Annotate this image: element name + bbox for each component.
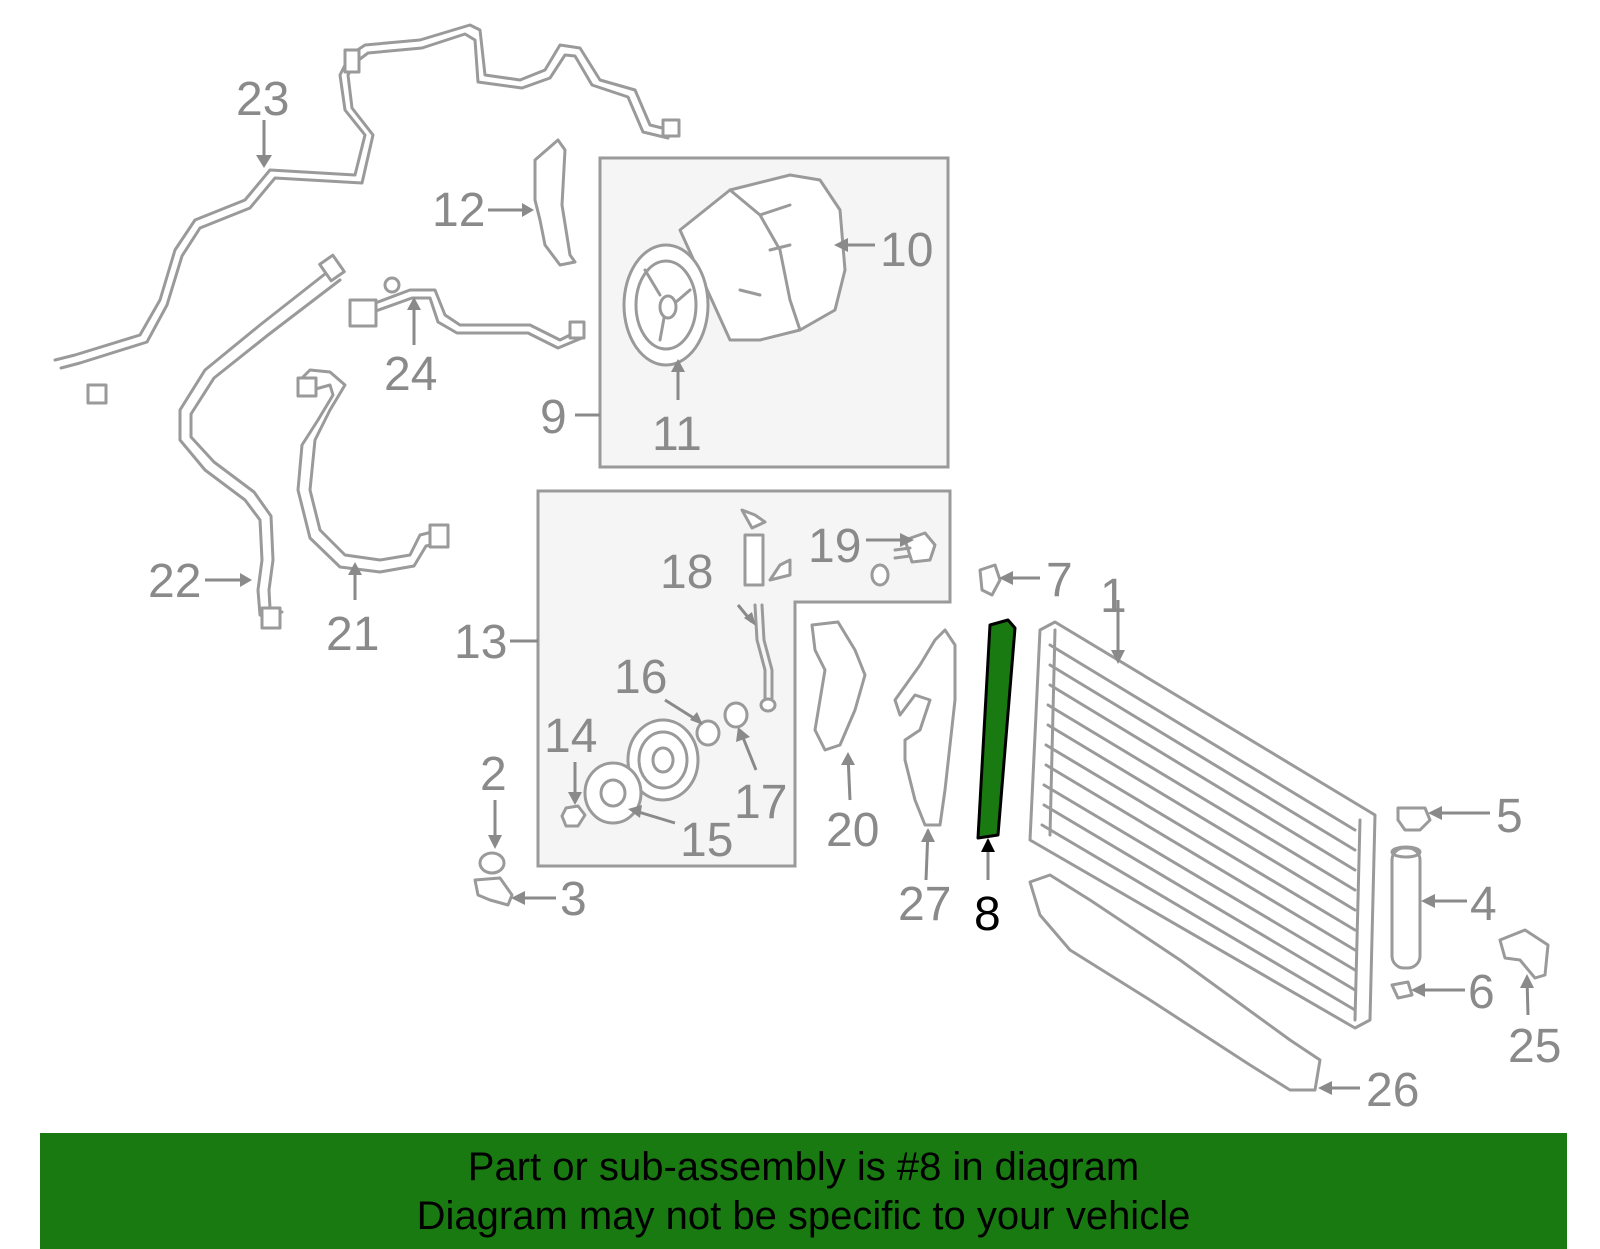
bracket-20 [810,620,867,752]
cap-5 [1396,806,1432,832]
receiver-drier-4 [1390,845,1422,970]
info-banner: Part or sub-assembly is #8 in diagram Di… [40,1133,1567,1249]
callout-17: 17 [734,776,787,829]
callout-23: 23 [236,73,289,126]
callout-6: 6 [1468,966,1495,1019]
callout-4: 4 [1470,878,1497,931]
seal-8-highlighted [976,618,1017,840]
lower-shield-26 [1028,873,1322,1092]
bracket-12 [533,138,577,267]
callout-12: 12 [432,184,485,237]
callout-14: 14 [544,710,597,763]
bracket-25 [1498,928,1550,980]
callout-11: 11 [652,408,702,461]
callout-2: 2 [480,748,507,801]
callout-5: 5 [1496,790,1523,843]
nut-2 [478,851,506,875]
callout-21: 21 [326,608,379,661]
callout-13: 13 [454,616,507,669]
callout-16: 16 [614,651,667,704]
callout-19: 19 [808,520,861,573]
callout-7: 7 [1046,554,1073,607]
wiring-harness-24 [348,276,586,350]
callout-27: 27 [898,878,951,931]
callout-15: 15 [680,814,733,867]
clip-6 [1390,980,1414,1000]
hose-21 [296,368,450,574]
callout-25: 25 [1508,1020,1561,1073]
clip-7 [978,563,1002,597]
banner-line-part: Part or sub-assembly is #8 in diagram [467,1145,1140,1189]
callout-24: 24 [384,348,437,401]
callout-3: 3 [560,873,587,926]
callout-8: 8 [974,888,1001,941]
banner-line-disclaimer: Diagram may not be specific to your vehi… [416,1194,1191,1238]
condenser-1 [1028,620,1377,1030]
callout-18: 18 [660,546,713,599]
leader-lines [205,120,1534,1095]
refrigerant-line-22 [178,253,346,630]
valve-parts-18 [740,508,792,713]
callout-20: 20 [826,804,879,857]
air-deflector-27 [893,628,957,827]
compressor-10 [622,173,847,367]
callout-22: 22 [148,555,201,608]
callout-10: 10 [880,224,933,277]
refrigerant-line-23 [53,23,681,405]
callout-1: 1 [1100,570,1127,623]
clutch-kit-parts [560,701,749,828]
callout-26: 26 [1366,1064,1419,1117]
bracket-3 [473,876,514,907]
callout-9: 9 [540,391,567,444]
